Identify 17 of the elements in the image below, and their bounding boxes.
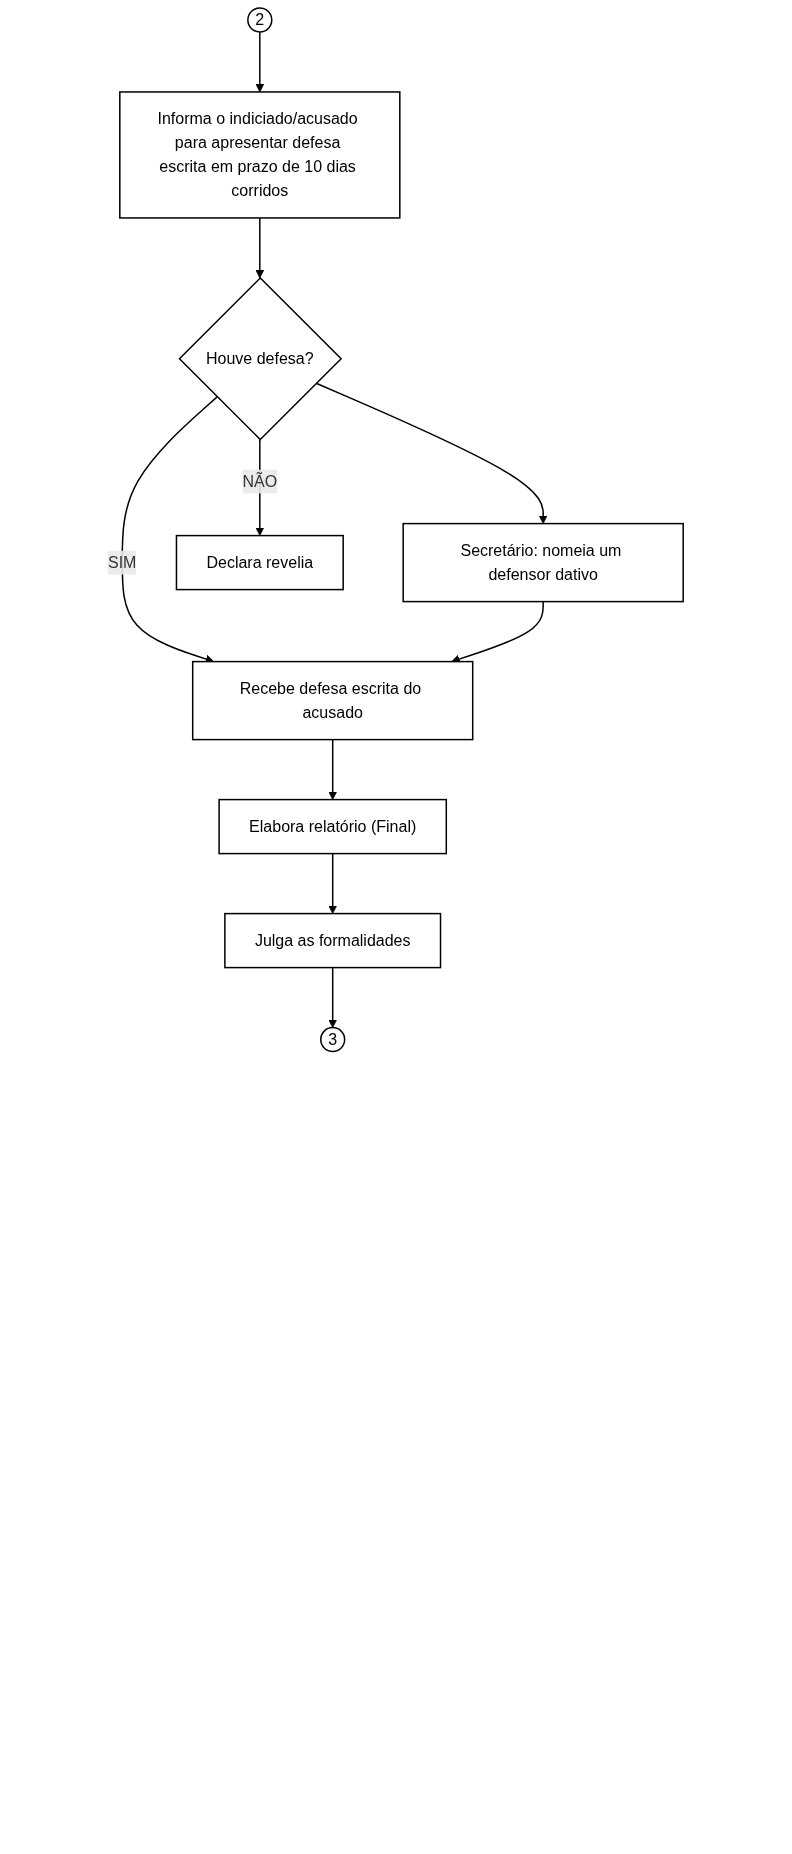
- arrow: [255, 31, 265, 93]
- edge-label: SIM: [108, 553, 137, 571]
- arrow: [328, 738, 338, 800]
- arrow: [255, 217, 265, 279]
- node-circle: 3: [320, 1026, 346, 1053]
- node-box: Informa o indiciado/acusado para apresentar defesa escrita em prazo de 10 dias corridos: [119, 91, 401, 219]
- edge-label: NÃO: [242, 472, 278, 490]
- arrow: [315, 382, 548, 524]
- arrow: [328, 966, 338, 1028]
- node-box: Recebe defesa escrita do acusado: [192, 660, 474, 741]
- node-box: Elabora relatório (Final): [218, 798, 448, 855]
- arrow: [328, 852, 338, 914]
- node-box: Secretário: nomeia um defensor dativo: [402, 522, 685, 603]
- node-circle: 2: [247, 7, 273, 33]
- node-box: Julga as formalidades: [224, 912, 442, 969]
- node-box: Declara revelia: [176, 534, 345, 591]
- node-diamond: Houve defesa?: [178, 276, 343, 441]
